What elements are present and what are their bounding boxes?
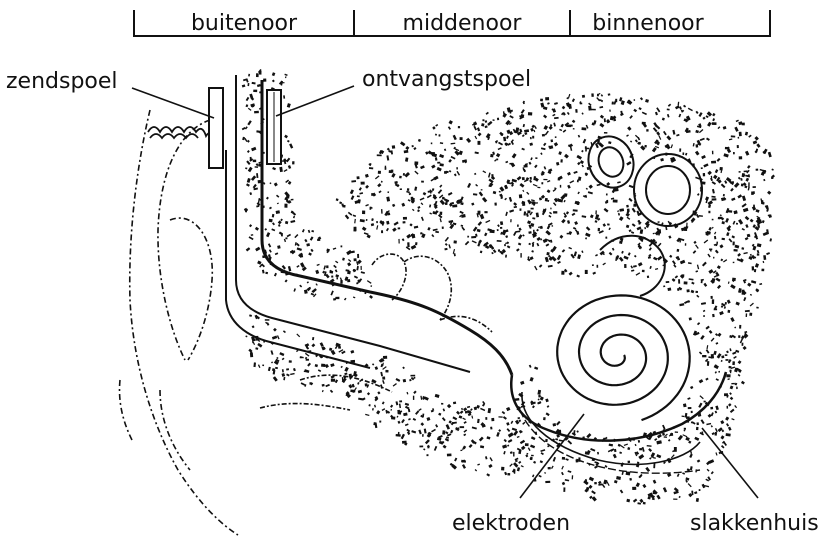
label-transmitter-coil: zendspoel [6, 69, 118, 94]
pinna-outline [120, 110, 239, 535]
bone-stipple [242, 69, 775, 505]
transmitter-coil [209, 88, 223, 168]
receiver-coil [267, 90, 281, 164]
label-electrodes: elektroden [452, 511, 570, 536]
region-outer-ear: buitenoor [191, 11, 298, 36]
leader-receiver [276, 86, 354, 116]
leader-transmitter [132, 88, 214, 118]
leader-electrodes [520, 414, 584, 498]
cochlea-spiral [557, 295, 690, 420]
ossicles [260, 254, 492, 410]
region-middle-ear: middenoor [403, 11, 523, 36]
label-receiver-coil: ontvangstspoel [362, 67, 531, 92]
helix-bumps [148, 127, 214, 142]
transmitter-coil-body [209, 88, 223, 168]
region-inner-ear: binnenoor [592, 11, 704, 36]
label-cochlea: slakkenhuis [690, 511, 819, 536]
